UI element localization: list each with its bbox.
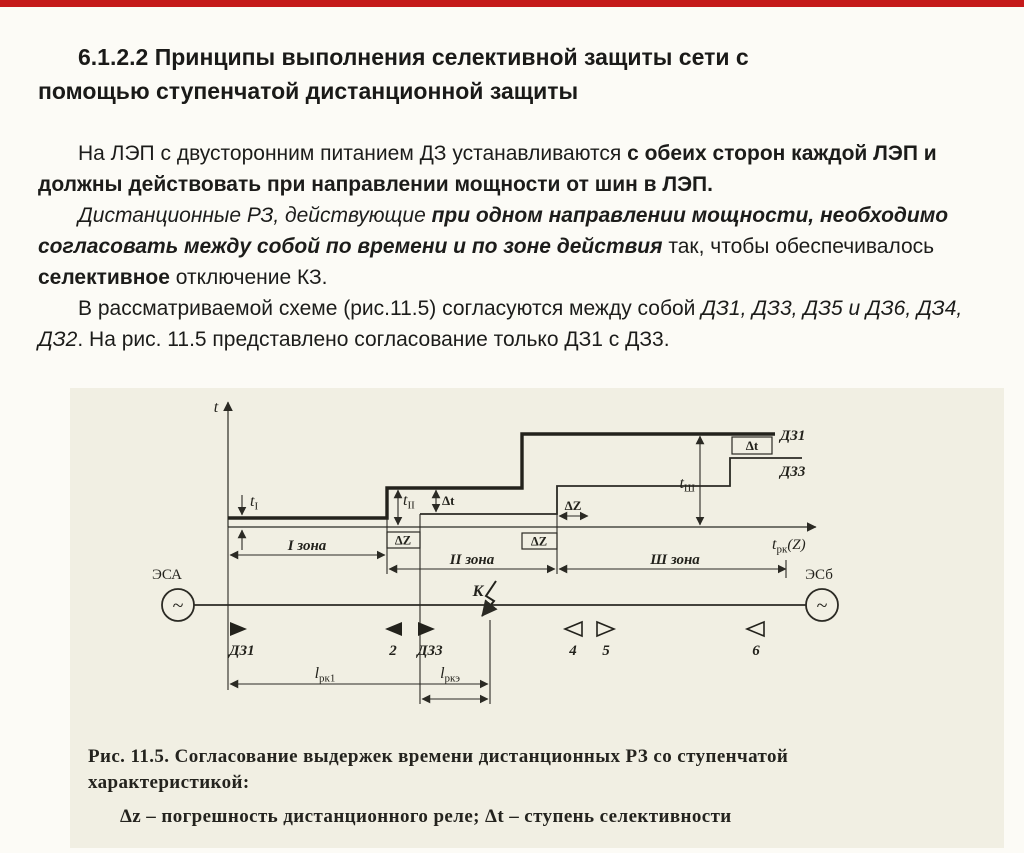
t2-label: tII <box>403 492 415 512</box>
p2-run-normal-2: отключение КЗ. <box>169 266 328 289</box>
p3-run-italic: ДЗ1, ДЗ3, ДЗ5 и ДЗ6, ДЗ4, ДЗ2 <box>38 297 963 351</box>
relay-dz3-label: ДЗ3 <box>415 643 443 659</box>
p1-run-normal: На ЛЭП с двусторонним питанием ДЗ устана… <box>78 142 628 165</box>
delta-z-label-2: ΔZ <box>531 535 547 549</box>
slide-title: 6.1.2.2 Принципы выполнения селективной … <box>38 40 968 108</box>
relay-dz1-label: ДЗ1 <box>227 643 254 659</box>
delta-t-label: Δt <box>442 493 455 508</box>
p2-run-bold-italic: при одном направлении мощности, необходи… <box>38 204 949 258</box>
generator-a-tilde: ~ <box>173 595 184 617</box>
relay-5-arrow <box>596 620 617 638</box>
zone1-label: I зона <box>287 538 327 554</box>
generator-a <box>161 588 195 622</box>
paragraph-2: Дистанционные РЗ, действующие при одном … <box>38 200 963 293</box>
dz3-characteristic <box>420 457 802 515</box>
k-point-label: К <box>472 583 485 600</box>
figure-caption: Рис. 11.5. Согласование выдержек времени… <box>88 744 968 796</box>
relay-2-arrow <box>385 622 402 636</box>
p1-run-bold: с обеих сторон каждой ЛЭП и должны дейст… <box>38 142 937 196</box>
esa-label: ЭСА <box>152 567 182 583</box>
short-circuit-bolt-icon <box>481 580 498 617</box>
paragraph-3: В рассматриваемой схеме (рис.11.5) согла… <box>38 293 963 355</box>
delta-z-label-3: ΔZ <box>565 498 582 513</box>
relay-5-label: 5 <box>602 643 610 659</box>
p2-run-normal-1: так, чтобы обеспечивалось <box>662 235 935 258</box>
relay-6-arrow <box>744 620 765 638</box>
relay-4-arrow <box>562 620 583 638</box>
relay-dz3-arrow <box>418 622 435 636</box>
title-line-1: 6.1.2.2 Принципы выполнения селективной … <box>78 44 749 70</box>
delta-t-box <box>731 436 773 455</box>
paragraph-1: На ЛЭП с двусторонним питанием ДЗ устана… <box>38 138 963 200</box>
esb-label: ЭСб <box>805 567 833 583</box>
title-line-2: помощью ступенчатой дистанционной защиты <box>38 78 579 104</box>
relay-dz1-arrow <box>230 622 247 636</box>
figure-caption-note: Δz – погрешность дистанционного реле; Δt… <box>120 806 732 827</box>
generator-b <box>805 588 839 622</box>
time-axis-label: t <box>214 399 219 416</box>
relay-4-label: 4 <box>568 643 577 659</box>
t1-label: tI <box>250 493 258 513</box>
p2-run-italic: Дистанционные РЗ, действующие <box>78 204 432 227</box>
p2-run-bold: селективное <box>38 266 170 289</box>
zone3-label: Ш зона <box>649 552 700 568</box>
relay-2-label: 2 <box>388 643 397 659</box>
delta-z-label-1: ΔZ <box>395 534 411 548</box>
dz1-characteristic <box>228 432 775 520</box>
caption-line-1: Рис. 11.5. Согласование выдержек времени… <box>88 746 789 767</box>
generator-b-tilde: ~ <box>817 595 828 617</box>
delta-t-top-label: Δt <box>746 438 759 453</box>
relay-6-label: 6 <box>752 643 760 659</box>
scanned-figure-background <box>70 388 1004 848</box>
dz1-curve-label: ДЗ1 <box>778 428 805 444</box>
p3-run-normal-1: В рассматриваемой схеме (рис.11.5) согла… <box>78 297 702 320</box>
lrk3-label: lркэ <box>440 665 460 685</box>
caption-line-2: характеристикой: <box>88 772 250 793</box>
distance-axis-label: tрк(Z) <box>772 536 806 556</box>
body-text: На ЛЭП с двусторонним питанием ДЗ устана… <box>38 138 963 355</box>
t3-label: tШ <box>679 475 695 495</box>
zone2-label: II зона <box>449 552 495 568</box>
red-accent-bar <box>0 0 1024 7</box>
construction-lines <box>227 514 787 704</box>
dz3-curve-label: ДЗ3 <box>778 464 806 480</box>
lrk1-label: lрк1 <box>315 665 336 685</box>
p3-run-normal-2: . На рис. 11.5 представлено согласование… <box>77 328 670 351</box>
figure-11-5-diagram: t tрк(Z) Δt ДЗ1 ДЗ3 tШ tI tII Δt ΔZ ΔZ Δ… <box>152 399 839 704</box>
